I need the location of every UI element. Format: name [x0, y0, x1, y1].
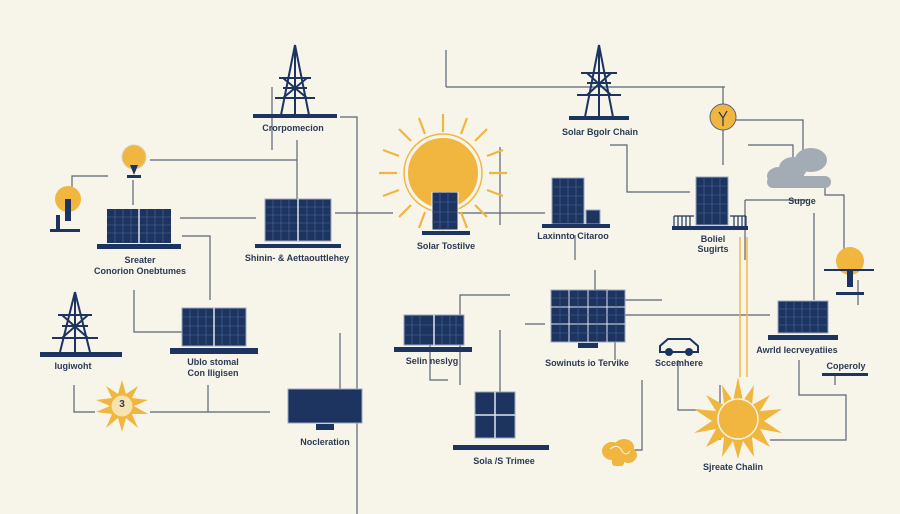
lightbulb-3[interactable] — [708, 102, 738, 134]
window-panel-label: Sola /S Trimee — [473, 456, 535, 466]
panel-right-label: Awrld Iecrveyatiies — [756, 345, 838, 355]
tower-top-left-label: Crorpomecion — [262, 123, 324, 133]
monitor-label: Nocleration — [300, 437, 350, 447]
solar-panel-right[interactable] — [768, 300, 838, 342]
sun-small-badge: 3 — [119, 399, 125, 410]
sun-icon — [694, 377, 782, 459]
building-icon — [542, 177, 610, 228]
lightbulb-icon — [824, 247, 874, 295]
panel-center-left-label-line2: Con Iligisen — [187, 368, 239, 378]
solar-panel-small[interactable] — [394, 314, 472, 354]
lightbulb-icon — [709, 103, 737, 131]
transmission-tower-top-mid[interactable] — [567, 43, 631, 121]
sun-icon — [379, 114, 507, 232]
solar-panel-center[interactable] — [550, 289, 626, 349]
sun-small[interactable] — [94, 378, 150, 434]
panel-left-label-line1: Sreater — [124, 255, 156, 265]
lightbulb-icon — [50, 186, 81, 232]
sun-bottom[interactable] — [690, 377, 786, 459]
lightbulb-right[interactable] — [824, 243, 874, 299]
solar-panel-icon — [170, 307, 258, 354]
bulb-right-underline — [822, 373, 868, 376]
cloud-icon — [767, 148, 831, 188]
tall-building-label-line2: Sugirts — [697, 244, 729, 254]
tall-building-label-line1: Boliel — [700, 234, 726, 244]
sun-large-label: Solar Tostilve — [416, 241, 476, 251]
building-icon — [672, 176, 748, 230]
lightbulb-1[interactable] — [120, 143, 148, 183]
transmission-tower-top-left[interactable] — [253, 43, 337, 119]
solar-panel-icon — [422, 191, 470, 235]
transmission-tower-icon — [569, 44, 629, 120]
solar-panel-center-left[interactable] — [170, 307, 258, 355]
car[interactable] — [658, 336, 700, 358]
solar-panel-mid-left[interactable] — [255, 198, 341, 250]
sun-bottom-label: Sjreate Chalin — [702, 462, 764, 472]
solar-panel-icon — [97, 209, 181, 249]
tall-building[interactable] — [672, 176, 748, 232]
tower-top-mid-label: Solar Bgolr Chain — [561, 127, 639, 137]
building-label: Laxinnto Citaroo — [537, 231, 609, 241]
cloud[interactable] — [765, 142, 835, 190]
building[interactable] — [542, 177, 610, 229]
car-icon — [659, 338, 699, 356]
bulb-right-label: Coperoly — [826, 361, 866, 371]
sun-large[interactable] — [373, 108, 513, 238]
monitor-icon — [287, 388, 363, 430]
solar-panel-icon — [255, 198, 341, 248]
transmission-tower-left[interactable] — [40, 290, 122, 358]
lightbulb-2[interactable] — [50, 183, 82, 235]
sun-icon — [96, 380, 148, 432]
solar-panel-icon — [550, 289, 626, 348]
panel-small-label: Selin neslyg — [405, 356, 459, 366]
solar-panel-icon — [768, 300, 838, 340]
solar-panel-sun[interactable] — [422, 191, 470, 237]
panel-center-left-label-line1: Ublo stomal — [187, 357, 239, 367]
transmission-tower-icon — [40, 291, 122, 357]
brain-icon — [602, 439, 637, 466]
panel-left-label-line2: Conorion Onebtumes — [94, 266, 186, 276]
solar-panel-left[interactable] — [97, 208, 181, 250]
transmission-tower-icon — [253, 44, 337, 118]
solar-panel-icon — [394, 314, 472, 352]
brain[interactable] — [600, 437, 638, 467]
monitor[interactable] — [286, 388, 364, 432]
panel-center-label: Sowinuts io Tervike — [545, 358, 629, 368]
car-label: Sccemhere — [654, 358, 704, 368]
cloud-label: Supge — [788, 196, 816, 206]
lightbulb-icon — [121, 144, 147, 178]
tower-left-label: Iugiwoht — [54, 361, 92, 371]
panel-mid-left-label: Shinin- & Aettaouttlehey — [244, 253, 350, 263]
window-panel[interactable] — [453, 391, 549, 451]
window-icon — [453, 391, 549, 450]
